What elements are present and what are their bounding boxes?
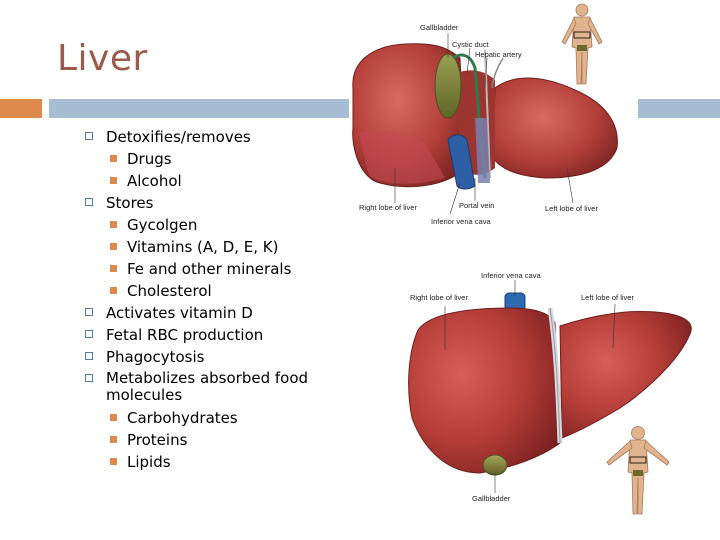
liver-anterior-figure: Inferior vena cava Right lobe of liver L…	[400, 268, 700, 508]
human-figure-top	[548, 2, 616, 90]
label-hepatic-artery: Hepatic artery	[475, 50, 522, 59]
liver-inferior-figure: Gallbladder Cystic duct Hepatic artery R…	[345, 18, 635, 233]
sub-bullet-glycogen: Gycolgen	[85, 214, 345, 236]
label-ivc-bottom: Inferior vena cava	[481, 271, 541, 280]
sub-bullet-lipids: Lipids	[85, 451, 345, 473]
label-right-lobe-top: Right lobe of liver	[359, 203, 417, 212]
label-left-lobe-top: Left lobe of liver	[545, 204, 598, 213]
label-gallbladder-top: Gallbladder	[420, 23, 459, 32]
sub-bullet-drugs: Drugs	[85, 148, 345, 170]
bullet-phagocytosis: Phagocytosis	[85, 346, 345, 368]
sub-bullet-fe: Fe and other minerals	[85, 258, 345, 280]
accent-bar-blue-left	[49, 99, 349, 118]
label-ivc-top: Inferior vena cava	[431, 217, 491, 226]
label-gallbladder-bottom: Gallbladder	[472, 494, 511, 503]
bullet-list: Detoxifies/removes Drugs Alcohol Stores …	[85, 126, 345, 473]
sub-bullet-carbohydrates: Carbohydrates	[85, 407, 345, 429]
accent-bar-orange	[0, 99, 42, 118]
sub-bullet-proteins: Proteins	[85, 429, 345, 451]
sub-bullet-cholesterol: Cholesterol	[85, 280, 345, 302]
slide-title: Liver	[57, 38, 148, 79]
label-right-lobe-bottom: Right lobe of liver	[410, 293, 468, 302]
liver-inferior-illustration	[352, 33, 618, 215]
accent-bar-blue-right	[638, 99, 720, 118]
human-body-icon	[561, 3, 603, 85]
sub-bullet-alcohol: Alcohol	[85, 170, 345, 192]
liver-anterior-illustration	[408, 280, 692, 493]
label-left-lobe-bottom: Left lobe of liver	[581, 293, 634, 302]
label-cystic-duct: Cystic duct	[452, 40, 489, 49]
bullet-stores: Stores	[85, 192, 345, 214]
sub-bullet-vitamins: Vitamins (A, D, E, K)	[85, 236, 345, 258]
bullet-fetal-rbc: Fetal RBC production	[85, 324, 345, 346]
human-figure-bottom	[603, 424, 673, 519]
bullet-metabolizes: Metabolizes absorbed food molecules	[85, 368, 345, 407]
human-body-icon-2	[606, 426, 670, 515]
bullet-detox: Detoxifies/removes	[85, 126, 345, 148]
label-portal-vein: Portal vein	[459, 201, 495, 210]
bullet-vitamin-d: Activates vitamin D	[85, 302, 345, 324]
